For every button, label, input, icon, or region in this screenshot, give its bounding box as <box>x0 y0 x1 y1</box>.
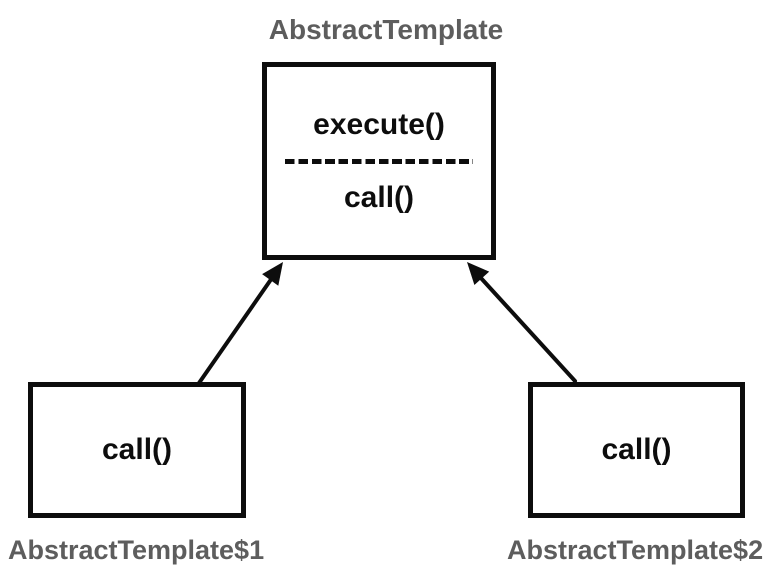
class-label-subclass2: AbstractTemplate$2 <box>507 535 764 565</box>
inheritance-arrow-right <box>467 262 577 383</box>
method-call-subclass1: call() <box>101 433 173 466</box>
method-call-top: call() <box>343 180 415 214</box>
class-box-subclass2: call() <box>528 382 745 518</box>
class-box-abstract-template: execute() call() <box>262 62 496 260</box>
inheritance-arrow-left <box>197 262 283 385</box>
method-separator-dashed-line <box>285 158 473 164</box>
class-label-abstract-template: AbstractTemplate <box>268 14 504 45</box>
class-box-subclass1: call() <box>28 382 246 518</box>
method-call-subclass2: call() <box>601 433 672 466</box>
class-label-subclass1: AbstractTemplate$1 <box>8 535 265 565</box>
method-execute: execute() <box>313 107 445 141</box>
